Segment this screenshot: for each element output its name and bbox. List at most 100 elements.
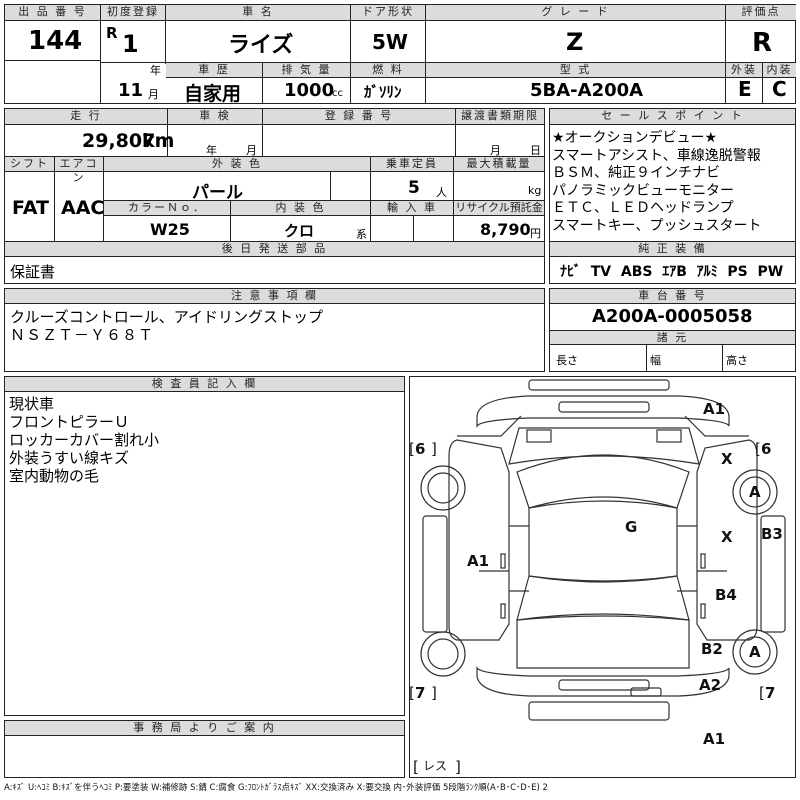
left-body bbox=[448, 439, 510, 641]
sales-point: ★オークションデビュー★ bbox=[552, 130, 718, 146]
mark-rear: A2 bbox=[699, 676, 721, 694]
score-label: 評価点 bbox=[726, 5, 796, 21]
bracket-bl: [ bbox=[409, 684, 415, 702]
bracket-tl: [ bbox=[409, 440, 415, 458]
sales-points-label: セ ー ル ス ポ イ ン ト bbox=[550, 109, 795, 125]
bracket-br: [ bbox=[759, 684, 765, 702]
bracket-tr: [ bbox=[755, 440, 761, 458]
fuel: ｶﾞｿﾘﾝ bbox=[364, 83, 402, 101]
inspector-label: 検 査 員 記 入 欄 bbox=[5, 377, 404, 392]
sales-point: スマートアシスト、車線逸脱警報 bbox=[552, 147, 761, 164]
office-label: 事 務 局 よ り ご 案 内 bbox=[5, 721, 404, 736]
right-body bbox=[696, 439, 758, 641]
mark-rear-right-b2: B2 bbox=[701, 640, 723, 658]
inspector-line: ロッカーカバー割れ小 bbox=[9, 431, 160, 449]
equipment-item: TV bbox=[590, 264, 612, 280]
registration-number-label: 登 録 番 号 bbox=[263, 109, 455, 125]
inspector-line: 現状車 bbox=[9, 395, 55, 413]
year-unit: 年 bbox=[150, 64, 161, 77]
capacity-label: 乗車定員 bbox=[371, 157, 453, 172]
front-right-wheel bbox=[732, 469, 778, 515]
interior-label: 内装 bbox=[763, 63, 796, 78]
rear-window bbox=[516, 575, 690, 621]
registration-year: 1 bbox=[122, 30, 139, 58]
max-load-label: 最大積載量 bbox=[454, 157, 544, 172]
displacement-unit: cc bbox=[332, 88, 343, 99]
displacement-label: 排 気 量 bbox=[263, 63, 350, 78]
interior-color-label: 内 装 色 bbox=[231, 201, 370, 216]
specs-label: 諸 元 bbox=[550, 330, 795, 345]
car-name-label: 車 名 bbox=[166, 5, 350, 21]
model-label: 型 式 bbox=[426, 63, 725, 78]
rear-hatch bbox=[516, 615, 690, 669]
recycle-deposit-label: リサイクル預託金 bbox=[454, 201, 544, 216]
rear-right-wheel bbox=[732, 629, 778, 675]
inspector-line: 室内動物の毛 bbox=[9, 467, 100, 485]
inspection-year-unit: 年 bbox=[206, 144, 217, 157]
mark-left-side: A1 bbox=[467, 552, 489, 570]
tag-top-left: 6 bbox=[415, 440, 425, 458]
width-label: 幅 bbox=[650, 354, 661, 367]
equipment-item: PS bbox=[727, 264, 748, 280]
fuel-label: 燃 料 bbox=[351, 63, 425, 78]
inspection-label: 車 検 bbox=[168, 109, 262, 125]
inspector-notes: 現状車 フロントピラーＵ ロッカーカバー割れ小 外装うすい線キズ 室内動物の毛 bbox=[9, 395, 159, 485]
mark-roof: G bbox=[625, 518, 637, 536]
tag-less: レス bbox=[423, 759, 447, 773]
header-section bbox=[4, 4, 796, 104]
notes-section bbox=[4, 288, 545, 372]
equipment-item: PW bbox=[757, 264, 784, 280]
notes-label: 注 意 事 項 欄 bbox=[5, 289, 544, 304]
recycle-deposit: 8,790 bbox=[480, 220, 531, 239]
front-left-wheel bbox=[420, 465, 466, 511]
ac-label: エアコン bbox=[55, 157, 103, 184]
tag-top-right: 6 bbox=[761, 440, 771, 458]
exterior-color-label: 外 装 色 bbox=[104, 157, 370, 172]
max-load-unit: kg bbox=[528, 184, 542, 197]
equipment-item: ABS bbox=[620, 264, 653, 280]
windshield bbox=[516, 454, 690, 509]
mark-front: A1 bbox=[703, 400, 725, 418]
model: 5BA-A200A bbox=[530, 80, 644, 101]
front-bar bbox=[528, 379, 670, 391]
office-section bbox=[4, 720, 405, 778]
era: R bbox=[106, 24, 118, 42]
history: 自家用 bbox=[184, 83, 242, 105]
inspector-line: フロントピラーＵ bbox=[9, 413, 130, 431]
length-label: 長さ bbox=[556, 354, 578, 367]
grade: Z bbox=[566, 28, 584, 56]
mileage-label: 走 行 bbox=[5, 109, 167, 125]
inspector-line: 外装うすい線キズ bbox=[9, 449, 130, 467]
shift: FAT bbox=[12, 197, 49, 219]
mark-front-right-x: X bbox=[721, 450, 733, 468]
equipment-label: 純 正 装 備 bbox=[550, 242, 795, 257]
mileage-unit: km bbox=[142, 130, 175, 152]
transfer-day-unit: 日 bbox=[530, 144, 541, 157]
right-side-panel bbox=[760, 515, 786, 633]
mark-rear-bottom: A1 bbox=[703, 730, 725, 748]
month-unit: 月 bbox=[148, 88, 159, 101]
tag-bottom-left: 7 bbox=[415, 684, 425, 702]
car-name: ライズ bbox=[228, 33, 294, 58]
equipment-list: ﾅﾋﾞ TV ABS ｴｱB ｱﾙﾐ PS PW bbox=[560, 261, 783, 281]
sales-point: ＥＴＣ、ＬＥＤヘッドランプ bbox=[552, 200, 734, 216]
equipment-item: ﾅﾋﾞ bbox=[560, 264, 581, 280]
svg-text:]: ] bbox=[431, 440, 437, 458]
sales-point: パノラミックビューモニター bbox=[552, 182, 734, 199]
notes-line: クルーズコントロール、アイドリングストップ bbox=[10, 308, 324, 326]
equipment-item: ｴｱB bbox=[662, 264, 687, 280]
doors: 5W bbox=[372, 30, 408, 54]
capacity-unit: 人 bbox=[436, 186, 447, 199]
sales-point: ＢＳＭ、純正９インチナビ bbox=[552, 165, 720, 181]
air-conditioner: AAC bbox=[61, 197, 105, 219]
score: R bbox=[752, 28, 773, 58]
sales-point: スマートキー、プッシュスタート bbox=[552, 217, 762, 234]
grade-label: グ レ ー ド bbox=[426, 5, 725, 21]
chassis-number-label: 車 台 番 号 bbox=[550, 289, 795, 304]
equipment-section bbox=[549, 241, 796, 284]
damage-legend: A:ｷｽﾞ U:ﾍｺﾐ B:ｷｽﾞを伴うﾍｺﾐ P:要塗装 W:補修跡 S:錆 … bbox=[4, 783, 548, 793]
mark-rear-right-tire: A bbox=[749, 643, 761, 661]
equipment-item: ｱﾙﾐ bbox=[696, 264, 718, 280]
history-label: 車 歴 bbox=[166, 63, 262, 78]
mark-right-side: B3 bbox=[761, 525, 783, 543]
